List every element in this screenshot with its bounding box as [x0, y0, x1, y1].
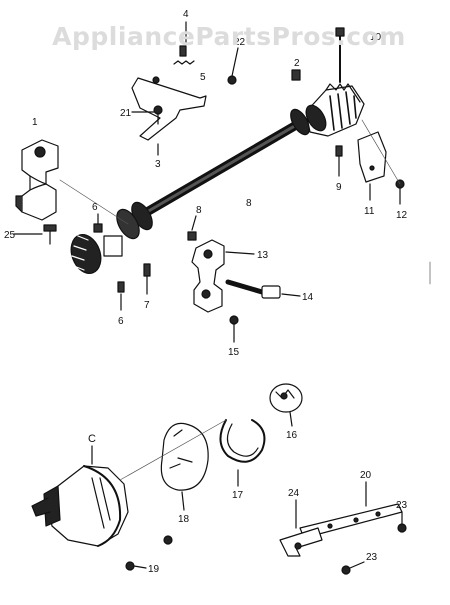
part-24-link [279, 499, 323, 557]
part-1-bracket-clamp [15, 139, 59, 221]
part-17-retaining-ring [219, 419, 266, 487]
part-19-screws [125, 535, 173, 571]
part-7-pin [143, 263, 151, 295]
callout-25: 25 [4, 230, 16, 241]
part-15-screw [229, 315, 239, 343]
callout-12: 12 [396, 210, 408, 221]
callout-3: 3 [155, 159, 161, 170]
callout-5: 5 [200, 72, 206, 83]
part-25-screw [13, 224, 57, 245]
callout-16: 16 [286, 430, 298, 441]
part-8-key [187, 215, 197, 241]
part-4-5-spring [173, 21, 195, 65]
callout-labels: 1 2 3 4 5 6 6 7 8 8 9 10 11 12 13 14 15 … [4, 9, 408, 575]
callout-24: 24 [288, 488, 300, 499]
callout-1: 1 [32, 117, 38, 128]
part-c-motor-housing [31, 445, 129, 547]
callout-23-lower: 23 [366, 552, 378, 563]
callout-21: 21 [120, 108, 132, 119]
callout-18: 18 [178, 514, 190, 525]
part-23-screws [341, 511, 407, 575]
callout-23-upper: 23 [396, 500, 408, 511]
part-14-roller-pin [225, 279, 301, 299]
callout-6-upper: 6 [92, 202, 98, 213]
callout-15: 15 [228, 347, 240, 358]
part-6-pin-lower [117, 281, 125, 311]
callout-4: 4 [183, 9, 189, 20]
callout-10: 10 [370, 32, 382, 43]
part-13-bracket [191, 239, 255, 313]
callout-9: 9 [336, 182, 342, 193]
part-11-plate [357, 131, 387, 201]
callout-13: 13 [257, 250, 269, 261]
part-10-gear [305, 27, 365, 137]
callout-2: 2 [294, 58, 300, 69]
callout-8-key: 8 [196, 205, 202, 216]
part-22-screw [227, 47, 239, 85]
part-8-drive-shaft [116, 108, 310, 240]
callout-17: 17 [232, 490, 244, 501]
part-16-cam [269, 383, 303, 427]
callout-14: 14 [302, 292, 314, 303]
alignment-lines [59, 119, 431, 481]
part-18-disk [160, 422, 209, 511]
callout-6-lower: 6 [118, 316, 124, 327]
callout-20: 20 [360, 470, 372, 481]
part-6-worm-gear [70, 213, 123, 274]
callout-7: 7 [144, 300, 150, 311]
callout-22: 22 [234, 37, 246, 48]
part-3-latch-plate [131, 76, 207, 156]
callout-11: 11 [364, 206, 375, 217]
watermark-text: AppliancePartsPros.com [52, 22, 406, 51]
part-21-pin [131, 105, 163, 125]
callout-19: 19 [148, 564, 160, 575]
callout-c: C [88, 433, 96, 445]
part-9-pin [335, 145, 343, 177]
callout-8-shaft: 8 [246, 198, 252, 209]
part-2-collar [291, 69, 301, 81]
